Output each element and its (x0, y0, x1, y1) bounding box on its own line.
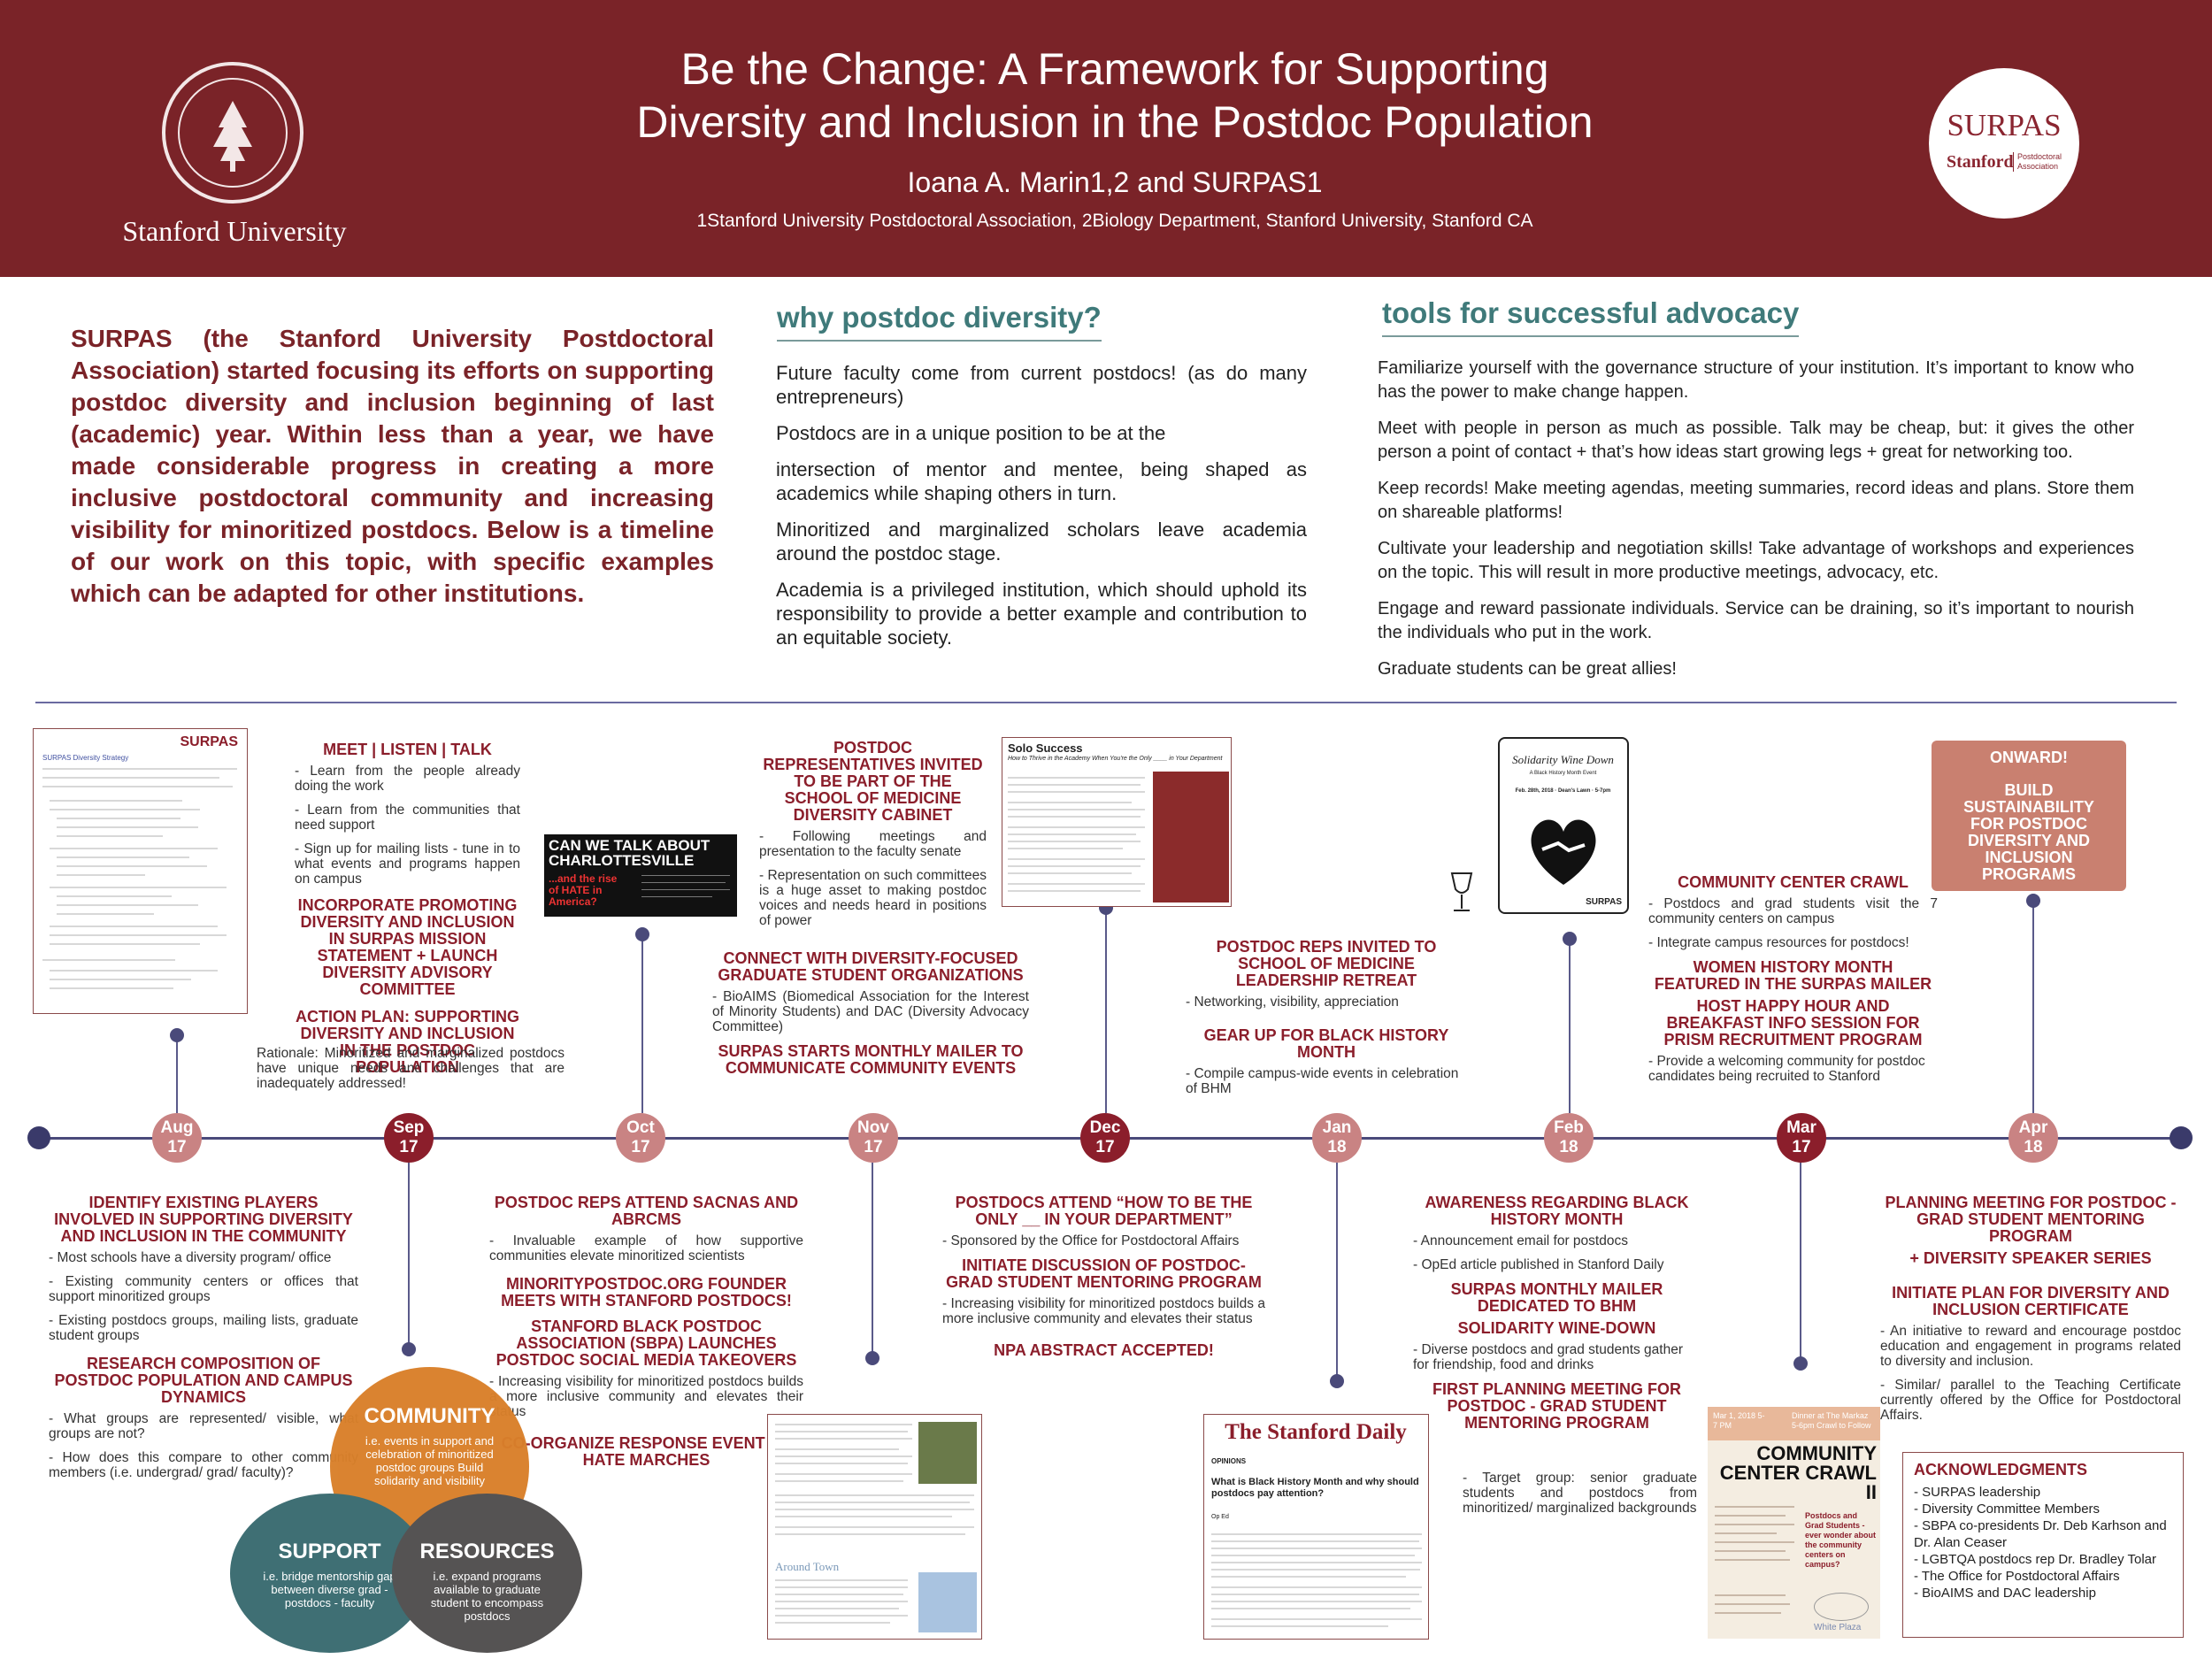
wine-glass-icon (1450, 872, 1473, 911)
timeline-pin (635, 927, 649, 941)
connector-line (872, 1163, 873, 1357)
connector-line (1336, 1163, 1338, 1379)
stanford-wordmark: Stanford University (122, 215, 347, 247)
tools-heading: tools for successful advocacy (1382, 296, 1800, 337)
affiliations: 1Stanford University Postdoctoral Associ… (696, 211, 1533, 231)
event-nov-connect: CONNECT WITH DIVERSITY-FOCUSED GRADUATE … (712, 949, 1029, 1077)
event-mar-2018: COMMUNITY CENTER CRAWL - Postdocs and gr… (1648, 873, 1938, 1085)
timeline-start-dot (27, 1126, 50, 1149)
connector-line (1800, 1163, 1801, 1362)
onward-box: ONWARD! BUILD SUSTAINABILITY FOR POSTDOC… (1932, 741, 2126, 891)
tools-body: Familiarize yourself with the governance… (1378, 358, 2134, 679)
stanford-daily-oped: The Stanford Daily OPINIONS What is Blac… (1203, 1414, 1429, 1640)
timeline-pin (402, 1342, 416, 1356)
section-divider (35, 702, 2177, 703)
diversity-strategy-document: SURPAS SURPAS Diversity Strategy (33, 728, 248, 1014)
timeline-end-dot (2170, 1126, 2193, 1149)
why-body: Future faculty come from current postdoc… (776, 362, 1307, 649)
connector-line (408, 1163, 410, 1348)
event-dec-2017: POSTDOCS ATTEND “HOW TO BE THE ONLY __ I… (942, 1194, 1265, 1359)
venn-resources: RESOURCES i.e. expand programs available… (392, 1494, 582, 1653)
timeline-pin (2026, 894, 2040, 908)
stanford-seal-icon (162, 62, 303, 204)
solidarity-wine-down-flyer: Solidarity Wine Down A Black History Mon… (1498, 737, 1629, 914)
event-sep-2017: MEET | LISTEN | TALK - Learn from the pe… (295, 741, 520, 1076)
why-heading: why postdoc diversity? (777, 301, 1102, 342)
poster-title: Be the Change: A Framework for Supportin… (636, 44, 1594, 147)
timeline-pin (1330, 1374, 1344, 1388)
event-feb-2018: AWARENESS REGARDING BLACK HISTORY MONTH … (1413, 1194, 1689, 1432)
event-sep-rationale: Rationale: Minoritized and marginalized … (257, 1046, 565, 1091)
event-apr-2018: PLANNING MEETING FOR POSTDOC - GRAD STUD… (1880, 1194, 2181, 1424)
solo-success-flyer: Solo Success How to Thrive in the Academ… (1002, 737, 1232, 907)
event-jan-2018: POSTDOC REPS INVITED TO SCHOOL OF MEDICI… (1186, 938, 1459, 1097)
venn-support: SUPPORT i.e. bridge mentorship gap betwe… (230, 1494, 429, 1653)
charlottesville-event-image: CAN WE TALK ABOUT CHARLOTTESVILLE ...and… (544, 834, 737, 917)
event-feb-target: - Target group: senior graduate students… (1463, 1471, 1697, 1516)
connector-line (1569, 942, 1571, 1113)
connector-line (176, 1035, 178, 1113)
connector-line (641, 938, 643, 1113)
community-center-crawl-flyer: Mar 1, 2018 5-7 PM Dinner at The Markaz … (1708, 1407, 1880, 1639)
connector-line (2032, 902, 2034, 1113)
surpas-logo: SURPAS Stanford Postdoctoral Association (1929, 68, 2079, 219)
timeline-pin (170, 1028, 184, 1042)
timeline-pin (1793, 1356, 1808, 1371)
intro-text: SURPAS (the Stanford University Postdoct… (71, 325, 714, 607)
header-banner (0, 0, 2212, 277)
event-nov-2017: POSTDOC REPRESENTATIVES INVITED TO BE PA… (759, 739, 987, 929)
connector-line (1105, 911, 1107, 1113)
timeline-pin (1563, 932, 1577, 946)
event-oct-2017: POSTDOC REPS ATTEND SACNAS AND ABRCMS - … (489, 1194, 803, 1469)
authors: Ioana A. Marin1,2 and SURPAS1 (907, 166, 1323, 198)
acknowledgments-box: ACKNOWLEDGMENTS - SURPAS leadership - Di… (1902, 1452, 2184, 1638)
timeline-pin (865, 1351, 879, 1365)
surpas-mailer-newsletter: Around Town (767, 1414, 982, 1640)
event-aug-2017: IDENTIFY EXISTING PLAYERS INVOLVED IN SU… (49, 1194, 358, 1481)
handshake-heart-icon (1531, 819, 1596, 885)
